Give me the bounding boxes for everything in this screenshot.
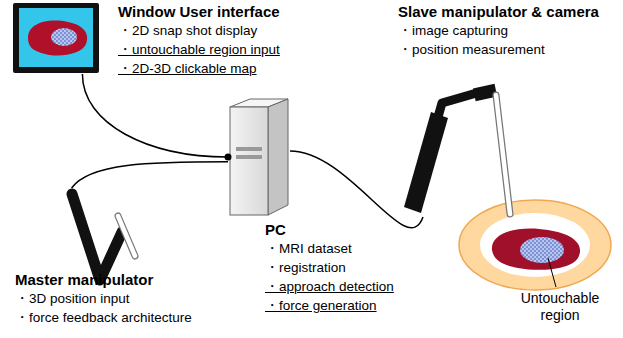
unit-heading: PC bbox=[265, 220, 394, 239]
feature-item: ・untouchable region input bbox=[118, 40, 280, 59]
text-block: Master manipulator・3D position input・for… bbox=[15, 270, 192, 327]
cable bbox=[290, 151, 423, 228]
feature-item: ・approach detection bbox=[265, 277, 394, 296]
monitor-unit: Window User interface・2D snap shot displ… bbox=[12, 2, 100, 74]
region-label: Untouchable region bbox=[510, 290, 610, 324]
leader-line bbox=[548, 258, 556, 287]
text-block: Window User interface・2D snap shot displ… bbox=[118, 2, 280, 78]
feature-item: ・MRI dataset bbox=[265, 239, 394, 258]
unit-heading: Window User interface bbox=[118, 2, 280, 21]
feature-item: ・2D snap shot display bbox=[118, 21, 280, 40]
text-block: Slave manipulator & camera・image capturi… bbox=[398, 2, 599, 59]
feature-item: ・image capturing bbox=[398, 21, 599, 40]
master-unit: Master manipulator・3D position input・for… bbox=[62, 188, 142, 290]
unit-heading: Master manipulator bbox=[15, 270, 192, 289]
surgical-field bbox=[459, 200, 611, 290]
text-block: PC・MRI dataset・registration・approach det… bbox=[265, 220, 394, 315]
feature-item: ・force feedback architecture bbox=[15, 308, 192, 327]
feature-item: ・registration bbox=[265, 258, 394, 277]
cable bbox=[72, 162, 228, 188]
unit-heading: Slave manipulator & camera bbox=[398, 2, 599, 21]
cable bbox=[82, 74, 228, 157]
pc-unit: PC・MRI dataset・registration・approach det… bbox=[228, 97, 290, 217]
feature-item: ・force generation bbox=[265, 296, 394, 315]
slave-unit: Slave manipulator & camera・image capturi… bbox=[400, 85, 515, 217]
monitor bbox=[13, 3, 99, 73]
feature-item: ・2D-3D clickable map bbox=[118, 59, 280, 78]
slave-manipulator bbox=[404, 84, 510, 214]
pc-tower bbox=[225, 99, 289, 215]
feature-item: ・3D position input bbox=[15, 289, 192, 308]
feature-item: ・position measurement bbox=[398, 40, 599, 59]
master-manipulator bbox=[72, 194, 135, 280]
